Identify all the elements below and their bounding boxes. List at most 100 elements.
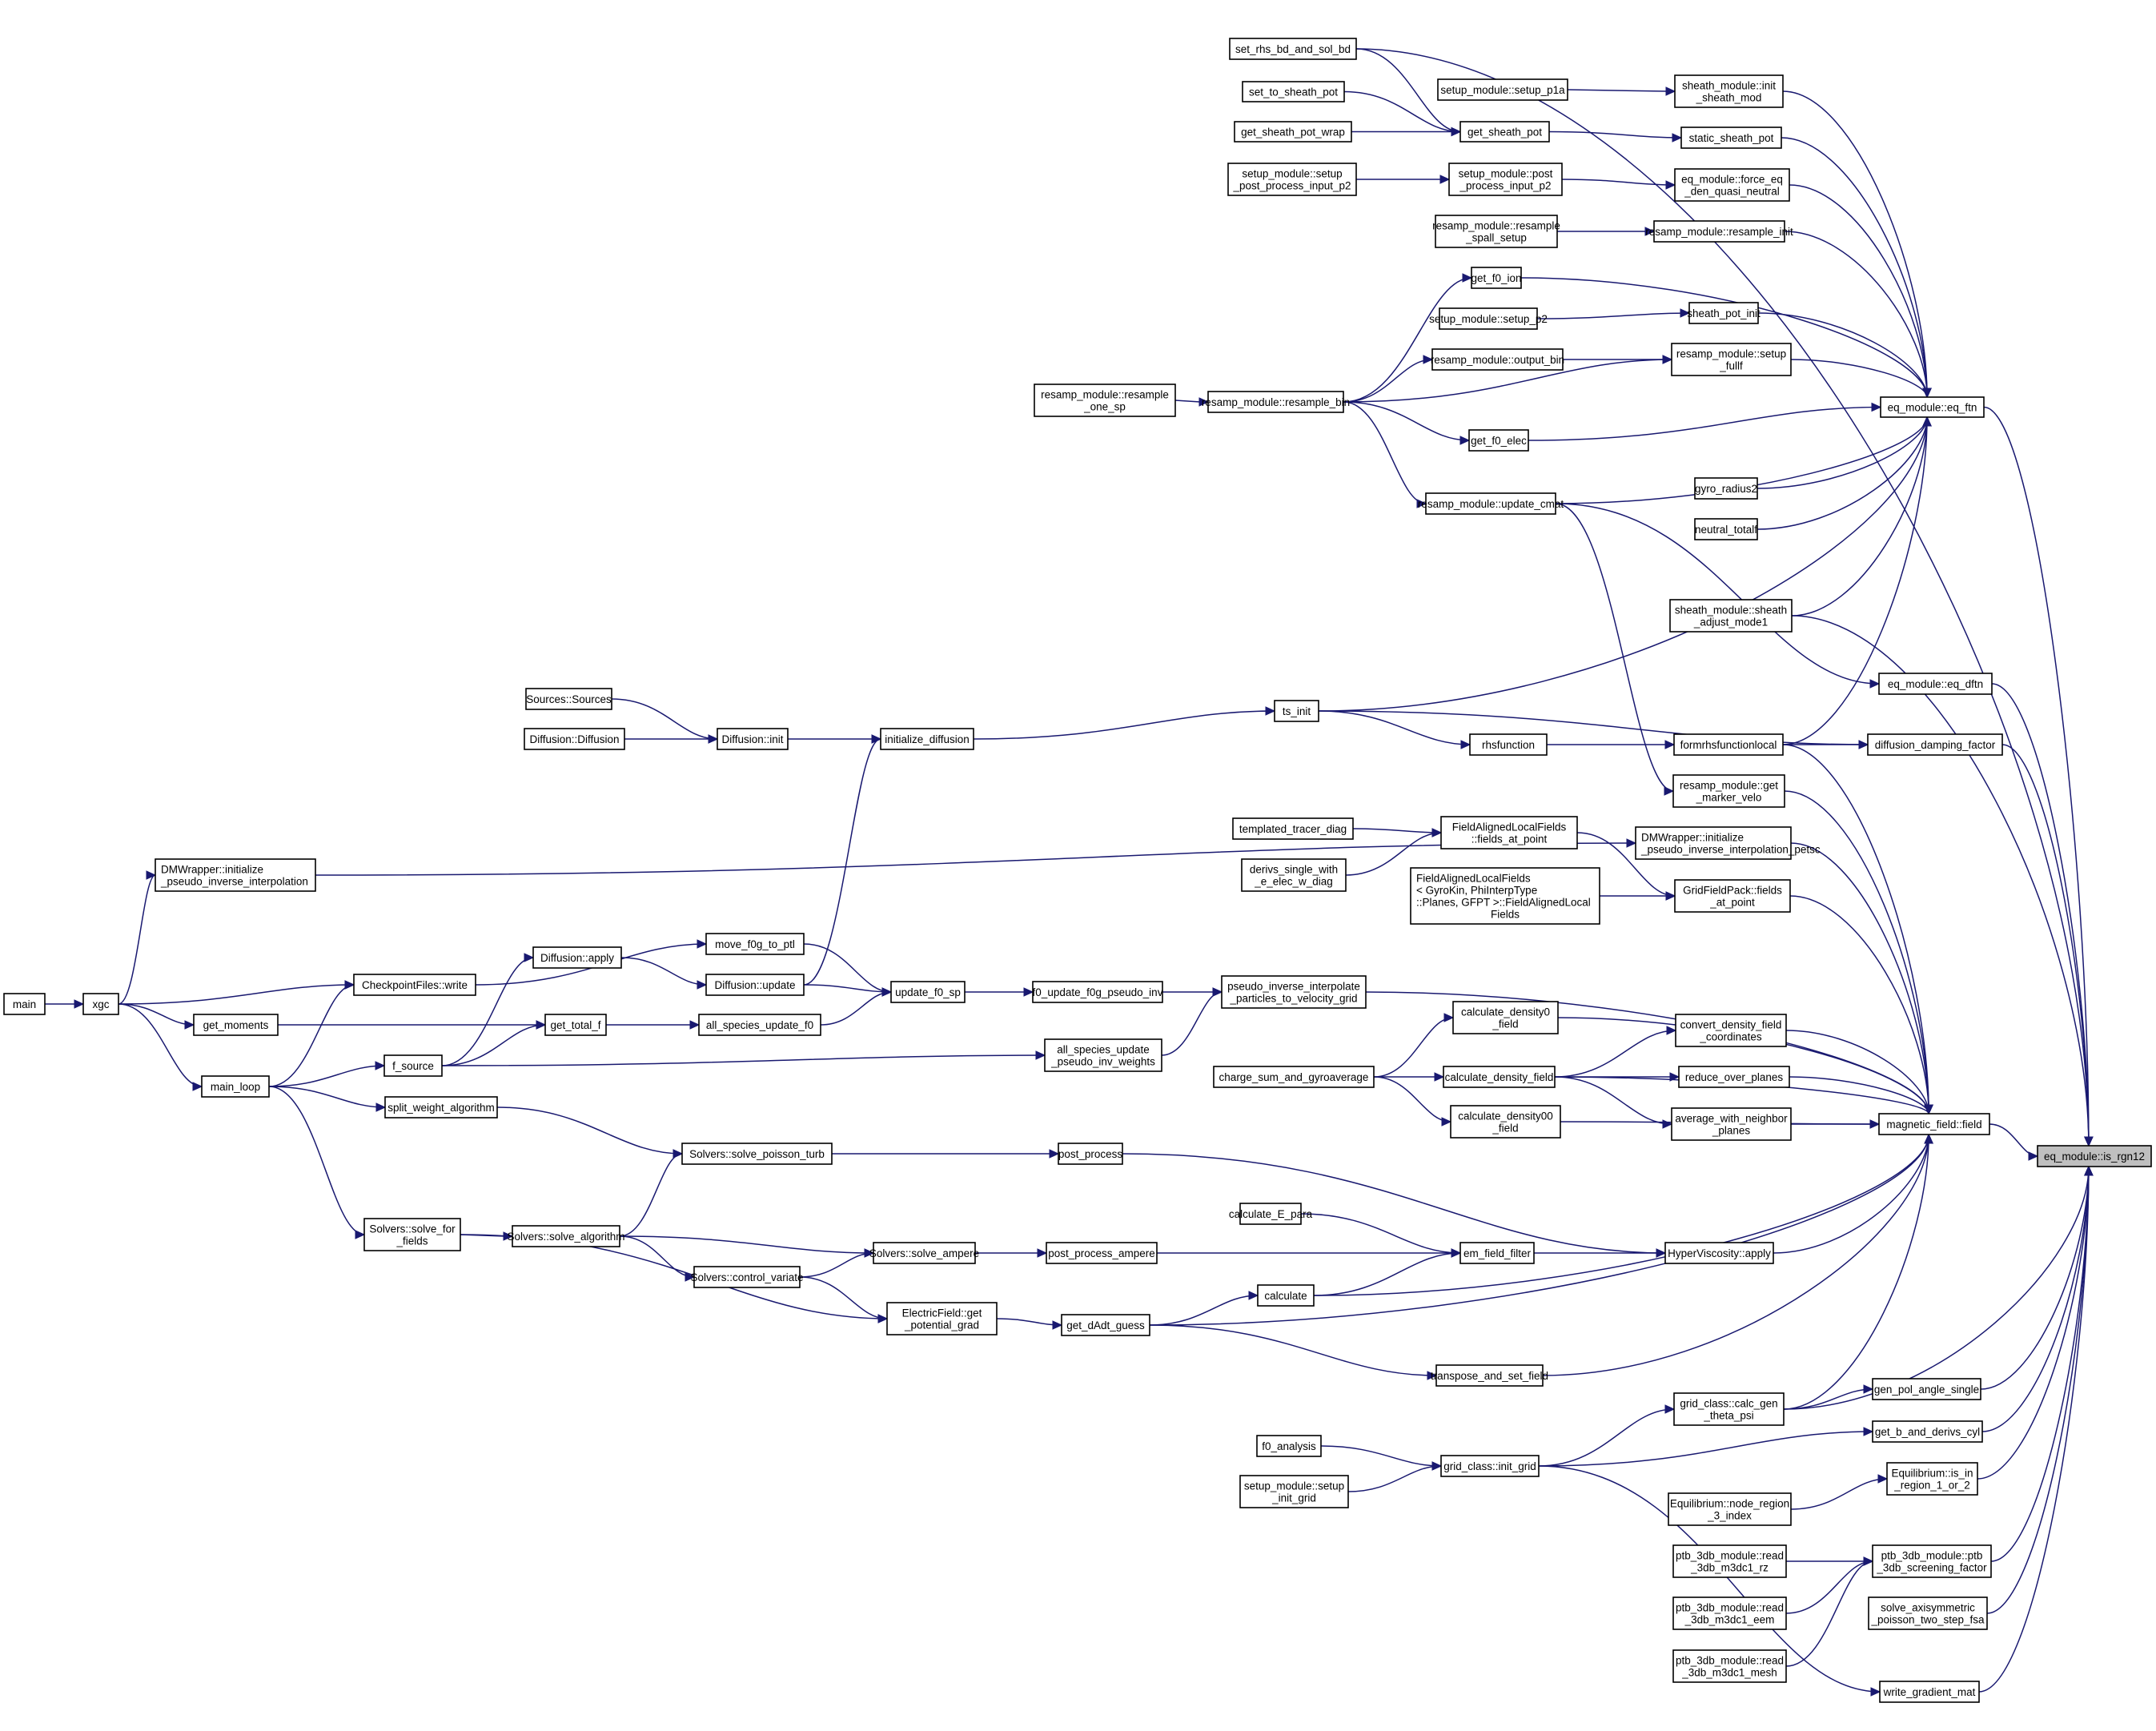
graph-node[interactable]: eq_module::eq_dftn (1878, 673, 1993, 695)
graph-node[interactable]: neutral_totalf (1694, 518, 1758, 540)
graph-node[interactable]: get_moments (193, 1014, 279, 1036)
graph-node[interactable]: f0_update_f0g_pseudo_inv (1032, 981, 1163, 1003)
graph-node[interactable]: Equilibrium::is_in_region_1_or_2 (1886, 1462, 1978, 1496)
graph-node[interactable]: magnetic_field::field (1878, 1113, 1990, 1135)
graph-node[interactable]: Diffusion::apply (532, 946, 622, 969)
graph-node[interactable]: move_f0g_to_ptl (705, 933, 805, 955)
edge-gen_pol_angle-to-is_rgn12 (1980, 1165, 2094, 1390)
graph-node[interactable]: ptb_3db_module::read_3db_m3dc1_mesh (1672, 1649, 1787, 1683)
graph-node[interactable]: all_species_update_pseudo_inv_weights (1044, 1038, 1162, 1072)
graph-node[interactable]: em_field_filter (1459, 1242, 1535, 1264)
graph-node[interactable]: write_gradient_mat (1879, 1681, 1980, 1703)
graph-node[interactable]: grid_class::init_grid (1440, 1455, 1540, 1477)
graph-node[interactable]: ptb_3db_module::ptb_3db_screening_factor (1872, 1544, 1992, 1578)
graph-node[interactable]: static_sheath_pot (1680, 127, 1782, 149)
graph-node[interactable]: ElectricField::get_potential_grad (886, 1302, 998, 1335)
graph-node[interactable]: update_f0_sp (890, 981, 966, 1003)
graph-node[interactable]: Sources::Sources (525, 688, 612, 710)
graph-node[interactable]: HyperViscosity::apply (1664, 1242, 1774, 1264)
graph-node[interactable]: resamp_module::setup_fullf (1671, 343, 1792, 376)
graph-node[interactable]: f0_analysis (1256, 1435, 1322, 1457)
target-node[interactable]: eq_module::is_rgn12 (2037, 1145, 2152, 1167)
graph-node[interactable]: setup_module::setup_post_process_input_p… (1227, 163, 1357, 196)
graph-node[interactable]: pseudo_inverse_interpolate_particles_to_… (1221, 975, 1367, 1009)
graph-node[interactable]: resamp_module::resample_bin (1202, 391, 1350, 413)
graph-node[interactable]: resamp_module::resample_spall_setup (1432, 215, 1560, 248)
graph-node[interactable]: Diffusion::Diffusion (524, 728, 625, 750)
graph-node[interactable]: diffusion_damping_factor (1867, 733, 2003, 756)
graph-node[interactable]: calculate_density0_field (1452, 1001, 1559, 1034)
graph-node[interactable]: convert_density_field_coordinates (1675, 1014, 1787, 1047)
graph-node[interactable]: calculate_density_field (1443, 1066, 1556, 1088)
graph-node[interactable]: get_dAdt_guess (1061, 1314, 1150, 1336)
graph-node[interactable]: derivs_single_with_e_elec_w_diag (1241, 858, 1347, 892)
graph-node[interactable]: all_species_update_f0 (698, 1014, 821, 1036)
graph-node[interactable]: grid_class::calc_gen_theta_psi (1673, 1392, 1785, 1426)
graph-node[interactable]: transpose_and_set_field (1431, 1364, 1548, 1387)
graph-node[interactable]: get_sheath_pot (1459, 121, 1550, 143)
graph-node[interactable]: set_to_sheath_pot (1242, 81, 1345, 102)
graph-node[interactable]: ptb_3db_module::read_3db_m3dc1_eem (1672, 1596, 1787, 1630)
graph-node[interactable]: Solvers::solve_poisson_turb (681, 1143, 833, 1165)
graph-node[interactable]: calculate_density00_field (1450, 1105, 1561, 1139)
graph-node[interactable]: initialize_diffusion (880, 728, 974, 750)
graph-node[interactable]: rhsfunction (1469, 733, 1548, 756)
graph-node[interactable]: sheath_pot_init (1687, 302, 1761, 324)
graph-node[interactable]: Equilibrium::node_region_3_index (1668, 1492, 1792, 1526)
graph-node[interactable]: Solvers::solve_for_fields (363, 1218, 461, 1251)
graph-node[interactable]: Solvers::solve_algorithm (507, 1225, 625, 1247)
graph-node[interactable]: resamp_module::resample_one_sp (1034, 384, 1176, 417)
graph-node[interactable]: calculate_E_para (1229, 1203, 1313, 1225)
graph-node[interactable]: average_with_neighbor_planes (1671, 1107, 1792, 1141)
graph-node[interactable]: get_f0_elec (1468, 429, 1529, 452)
graph-node[interactable]: post_process_ampere (1046, 1242, 1158, 1264)
graph-node[interactable]: ptb_3db_module::read_3db_m3dc1_rz (1672, 1544, 1787, 1578)
graph-node[interactable]: charge_sum_and_gyroaverage (1213, 1066, 1375, 1088)
graph-node[interactable]: xgc (82, 993, 119, 1015)
graph-node[interactable]: resamp_module::get_marker_velo (1672, 774, 1785, 808)
graph-node[interactable]: reduce_over_planes (1678, 1066, 1790, 1088)
graph-node[interactable]: setup_module::setup_init_grid (1239, 1475, 1349, 1508)
graph-node[interactable]: DMWrapper::initialize_pseudo_inverse_int… (155, 858, 316, 892)
graph-node[interactable]: sheath_module::init_sheath_mod (1674, 74, 1784, 108)
graph-node[interactable]: split_weight_algorithm (384, 1096, 498, 1119)
graph-node[interactable]: get_sheath_pot_wrap (1234, 121, 1352, 143)
graph-node[interactable]: Solvers::control_variate (690, 1266, 804, 1288)
graph-node[interactable]: setup_module::post_process_input_p2 (1448, 163, 1563, 196)
graph-node[interactable]: gyro_radius2 (1694, 477, 1758, 500)
node-label: write_gradient_mat (1883, 1686, 1976, 1698)
graph-node[interactable]: resamp_module::update_cmat (1418, 492, 1564, 515)
graph-node[interactable]: eq_module::eq_ftn (1880, 396, 1985, 418)
graph-node[interactable]: CheckpointFiles::write (353, 974, 476, 996)
graph-node[interactable]: eq_module::force_eq_den_quasi_neutral (1674, 168, 1790, 202)
graph-node[interactable]: solve_axisymmetric_poisson_two_step_fsa (1868, 1596, 1988, 1630)
graph-node[interactable]: calculate (1257, 1284, 1315, 1307)
graph-node[interactable]: DMWrapper::initialize_pseudo_inverse_int… (1635, 826, 1821, 860)
graph-node[interactable]: get_f0_ion (1471, 267, 1522, 289)
graph-node[interactable]: main_loop (201, 1075, 270, 1098)
graph-node[interactable]: main (3, 993, 46, 1015)
graph-node[interactable]: Diffusion::update (705, 974, 805, 996)
arrowhead-icon (192, 1082, 203, 1091)
graph-node[interactable]: get_b_and_derivs_cyl (1872, 1420, 1983, 1443)
graph-node[interactable]: FieldAlignedLocalFields< GyroKin, PhiInt… (1410, 867, 1600, 925)
graph-node[interactable]: Diffusion::init (717, 728, 789, 750)
graph-node[interactable]: FieldAlignedLocalFields::fields_at_point (1440, 816, 1578, 849)
graph-node[interactable]: set_rhs_bd_and_sol_bd (1229, 38, 1357, 60)
graph-node[interactable]: resamp_module::resample_init (1645, 220, 1793, 243)
graph-node[interactable]: resamp_module::output_bin (1431, 348, 1564, 371)
arrowhead-icon (1666, 1026, 1677, 1035)
graph-node[interactable]: f_source (383, 1054, 443, 1077)
graph-node[interactable]: gen_pol_angle_single (1872, 1378, 1981, 1400)
graph-node[interactable]: Solvers::solve_ampere (869, 1242, 979, 1264)
graph-node[interactable]: ts_init (1274, 700, 1319, 722)
graph-node[interactable]: templated_tracer_diag (1232, 817, 1354, 840)
graph-node[interactable]: GridFieldPack::fields_at_point (1674, 879, 1791, 913)
graph-node[interactable]: sheath_module::sheath_adjust_mode1 (1669, 599, 1793, 633)
graph-node[interactable]: setup_module::setup_p1a (1437, 78, 1568, 101)
graph-node[interactable]: setup_module::setup_p2 (1429, 307, 1548, 330)
graph-node[interactable]: post_process (1058, 1143, 1123, 1165)
graph-node[interactable]: get_total_f (544, 1014, 607, 1036)
edge-solve_alg-to-control_variate (619, 1235, 696, 1282)
graph-node[interactable]: formrhsfunctionlocal (1673, 733, 1784, 756)
